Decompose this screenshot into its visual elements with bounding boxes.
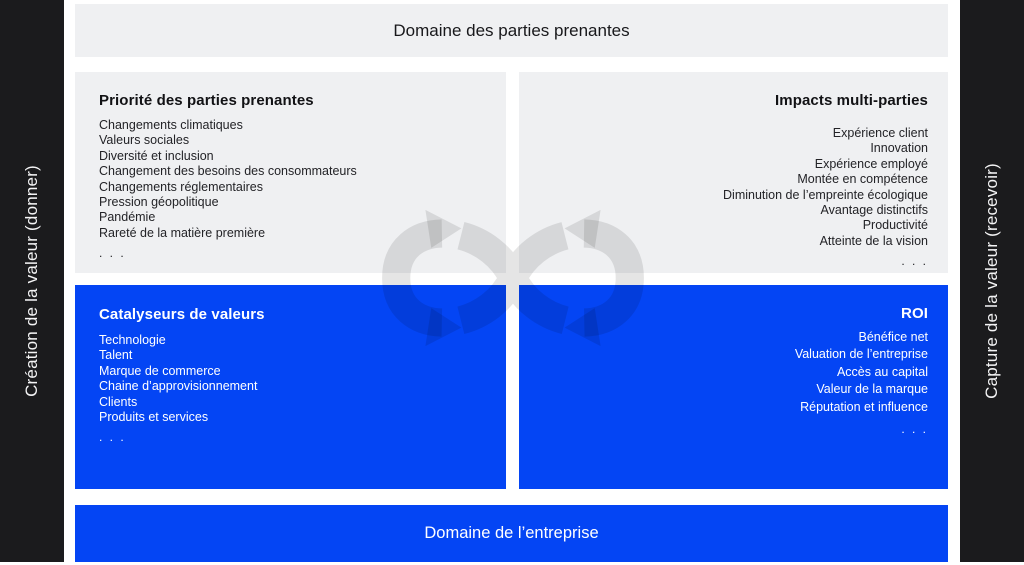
ellipsis: . . . <box>901 254 928 269</box>
list-item: Accès au capital <box>836 364 928 379</box>
quadrant-title: Priorité des parties prenantes <box>99 92 314 109</box>
list-item: Atteinte de la vision <box>819 233 928 248</box>
list-item: Changement des besoins des consommateurs <box>99 164 357 179</box>
quadrant-list: Changements climatiques Valeurs sociales… <box>99 118 486 262</box>
ellipsis: . . . <box>99 430 126 445</box>
list-item: Pandémie <box>99 210 156 225</box>
quadrant-stakeholder-priorities: Priorité des parties prenantes Changemen… <box>75 72 506 273</box>
list-item: Pression géopolitique <box>99 195 219 210</box>
list-item: Valeur de la marque <box>816 382 928 397</box>
list-item: Rareté de la matière première <box>99 225 266 240</box>
list-item: Réputation et influence <box>800 399 928 414</box>
list-item: Produits et services <box>99 410 209 425</box>
list-item: Talent <box>99 348 133 363</box>
list-item: Innovation <box>870 141 928 156</box>
list-item: Valuation de l’entreprise <box>794 347 928 362</box>
list-item: Clients <box>99 394 138 409</box>
quadrant-list: Expérience client Innovation Expérience … <box>539 126 928 270</box>
list-item: Changements réglementaires <box>99 179 263 194</box>
enterprise-domain-title: Domaine de l’entreprise <box>424 524 599 542</box>
stakeholder-domain-header: Domaine des parties prenantes <box>75 4 948 57</box>
list-item: Avantage distinctifs <box>820 203 928 218</box>
list-item: Chaine d’approvisionnement <box>99 379 258 394</box>
list-item: Marque de commerce <box>99 363 221 378</box>
quadrant-roi: ROI Bénéfice net Valuation de l’entrepri… <box>519 285 948 489</box>
list-item: Productivité <box>862 218 928 233</box>
stakeholder-domain-title: Domaine des parties prenantes <box>393 20 630 40</box>
quadrant-title: ROI <box>901 305 928 322</box>
value-capture-bar: Capture de la valeur (recevoir) <box>960 0 1024 562</box>
ellipsis: . . . <box>901 422 928 437</box>
list-item: Montée en compétence <box>797 172 928 187</box>
list-item: Diversité et inclusion <box>99 148 214 163</box>
value-creation-label: Création de la valeur (donner) <box>22 165 41 397</box>
quadrant-value-catalysts: Catalyseurs de valeurs Technologie Talen… <box>75 285 506 489</box>
ellipsis: . . . <box>99 246 126 261</box>
value-capture-label: Capture de la valeur (recevoir) <box>982 163 1001 399</box>
list-item: Changements climatiques <box>99 118 243 132</box>
list-item: Technologie <box>99 333 166 347</box>
enterprise-domain-footer: Domaine de l’entreprise <box>75 505 948 562</box>
list-item: Diminution de l’empreinte écologique <box>723 187 928 202</box>
list-item: Bénéfice net <box>858 330 929 344</box>
quadrant-title: Impacts multi-parties <box>775 92 928 109</box>
quadrant-multi-party-impacts: Impacts multi-parties Expérience client … <box>519 72 948 273</box>
value-creation-bar: Création de la valeur (donner) <box>0 0 64 562</box>
list-item: Expérience employé <box>814 156 928 171</box>
quadrant-title: Catalyseurs de valeurs <box>99 306 265 323</box>
list-item: Valeurs sociales <box>99 133 190 148</box>
list-item: Expérience client <box>832 126 928 140</box>
quadrant-list: Technologie Talent Marque de commerce Ch… <box>99 333 486 446</box>
quadrant-list: Bénéfice net Valuation de l’entreprise A… <box>539 329 928 438</box>
